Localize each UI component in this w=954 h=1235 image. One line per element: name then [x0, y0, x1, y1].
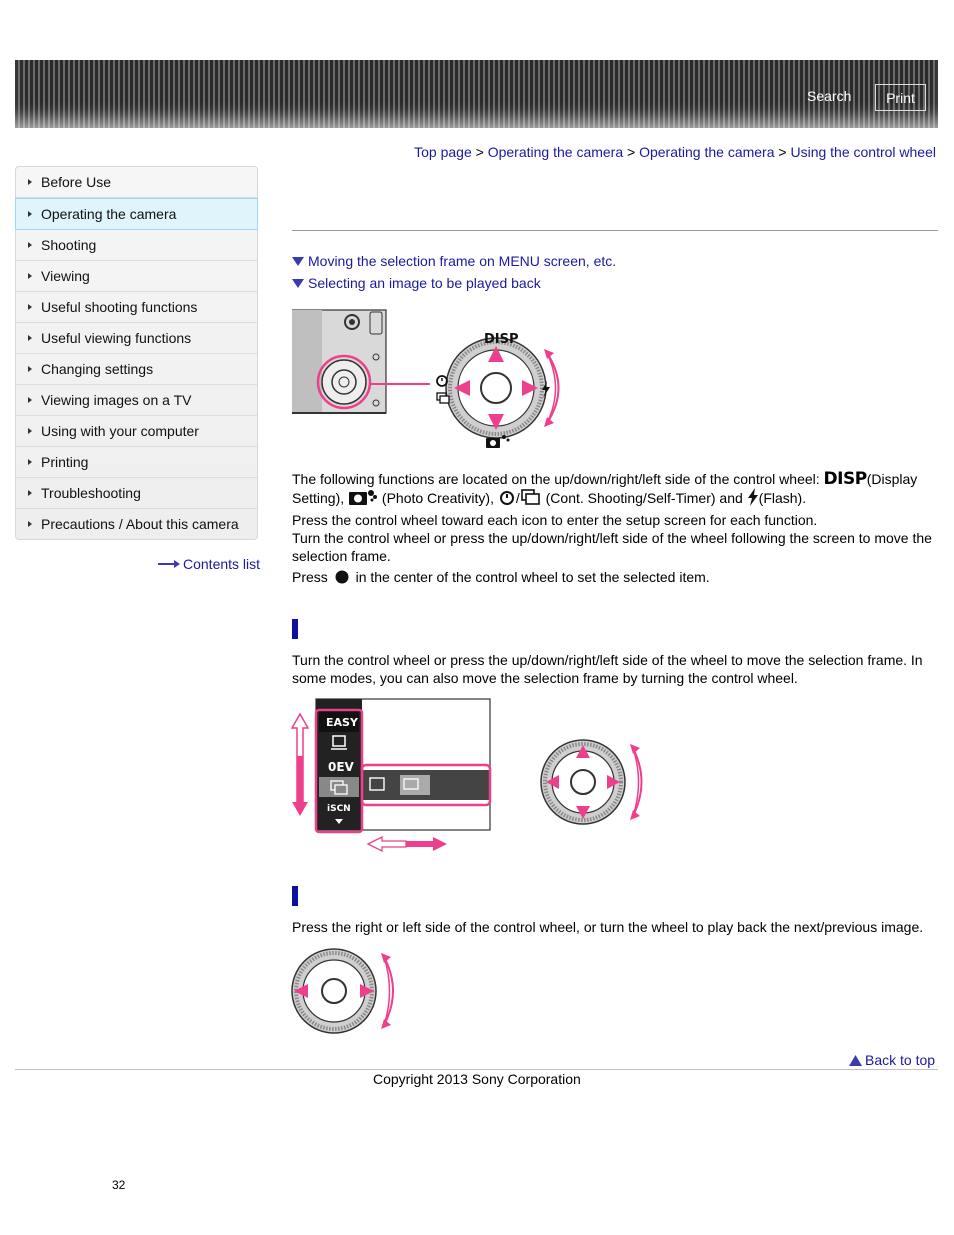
intro-text: (Photo Creativity), [381, 490, 494, 506]
sidebar-item-label: Viewing images on a TV [41, 392, 192, 408]
intro-text: The following functions are located on t… [292, 471, 820, 487]
sidebar-item-computer[interactable]: Using with your computer [16, 416, 257, 447]
copyright-text: Copyright 2013 Sony Corporation [373, 1071, 581, 1087]
triangle-down-icon [292, 278, 304, 288]
flash-icon [747, 488, 758, 506]
sidebar-nav: Before Use Operating the camera Shooting… [15, 166, 258, 540]
sidebar-item-operating-the-camera[interactable]: Operating the camera [15, 198, 258, 230]
sidebar-item-useful-viewing[interactable]: Useful viewing functions [16, 323, 257, 354]
breadcrumb-separator: > [774, 144, 791, 160]
contents-list-link[interactable]: Contents list [158, 556, 260, 572]
footer-divider [15, 1069, 938, 1070]
breadcrumb-separator: > [623, 144, 640, 160]
link-selecting-image[interactable]: Selecting an image to be played back [292, 275, 541, 291]
disp-label: DISP [484, 332, 519, 347]
breadcrumb-item-top-page[interactable]: Top page [414, 144, 472, 160]
sidebar-item-label: Useful viewing functions [41, 330, 192, 346]
menu-size-icon [332, 735, 346, 747]
sidebar-item-changing-settings[interactable]: Changing settings [16, 354, 257, 385]
intro-text: / [515, 490, 520, 506]
breadcrumb: Top page > Operating the camera > Operat… [414, 144, 936, 160]
sidebar-item-viewing-tv[interactable]: Viewing images on a TV [16, 385, 257, 416]
intro-paragraph-3: Turn the control wheel or press the up/d… [292, 530, 932, 564]
triangle-up-icon [849, 1054, 862, 1066]
intro-text: Press [292, 569, 328, 585]
page-number: 32 [112, 1178, 126, 1192]
burst-icon [436, 392, 450, 404]
sidebar-item-label: Shooting [41, 237, 97, 253]
arrow-right-icon [158, 560, 180, 568]
header-bar: Search Print [15, 60, 938, 128]
section2-paragraph: Press the right or left side of the cont… [292, 919, 924, 935]
sidebar-item-before-use[interactable]: Before Use [16, 167, 257, 198]
sidebar-item-label: Useful shooting functions [41, 299, 198, 315]
search-link[interactable]: Search [807, 88, 852, 104]
sidebar-item-troubleshooting[interactable]: Troubleshooting [16, 478, 257, 509]
link-label: Moving the selection frame on MENU scree… [308, 253, 617, 269]
menu-easy-label: EASY [326, 716, 359, 729]
self-timer-icon [436, 375, 448, 387]
print-button[interactable]: Print [875, 84, 926, 111]
intro-paragraph-2: Press the control wheel toward each icon… [292, 512, 818, 528]
link-label: Selecting an image to be played back [308, 275, 541, 291]
section-marker-selecting [292, 886, 298, 906]
sidebar-item-useful-shooting[interactable]: Useful shooting functions [16, 292, 257, 323]
sidebar-item-label: Using with your computer [41, 423, 199, 439]
sidebar-item-label: Changing settings [41, 361, 154, 377]
sidebar-item-shooting[interactable]: Shooting [16, 230, 257, 261]
back-to-top-link[interactable]: Back to top [849, 1052, 935, 1068]
sidebar-item-label: Viewing [41, 268, 90, 284]
breadcrumb-item-operating-2[interactable]: Operating the camera [639, 144, 775, 160]
sidebar-item-label: Operating the camera [41, 206, 177, 222]
sidebar-item-viewing[interactable]: Viewing [16, 261, 257, 292]
flash-icon [542, 381, 550, 398]
sidebar-item-printing[interactable]: Printing [16, 447, 257, 478]
control-wheel-figure: DISP [292, 309, 560, 448]
playback-wheel-figure [291, 948, 394, 1034]
intro-paragraph-4: Press in the center of the control wheel… [292, 568, 938, 586]
menu-selection-figure: EASY 0EV iSCN [290, 698, 643, 853]
contents-list-label: Contents list [183, 556, 261, 572]
intro-text: (Flash). [758, 490, 807, 506]
link-moving-selection-frame[interactable]: Moving the selection frame on MENU scree… [292, 253, 616, 269]
center-button-icon [335, 570, 349, 584]
self-timer-icon [499, 491, 514, 505]
menu-iscn-label: iSCN [327, 804, 351, 814]
photo-creativity-icon [486, 435, 510, 448]
sidebar-item-precautions[interactable]: Precautions / About this camera [16, 509, 257, 539]
sidebar-item-label: Printing [41, 454, 89, 470]
sidebar-item-label: Troubleshooting [41, 485, 141, 501]
cont-shooting-icon [520, 489, 540, 505]
section-marker-moving [292, 619, 298, 639]
photo-creativity-icon [349, 490, 378, 505]
intro-text: (Cont. Shooting/Self-Timer) and [545, 490, 743, 506]
triangle-down-icon [292, 256, 304, 266]
intro-text: in the center of the control wheel to se… [355, 569, 710, 585]
intro-paragraph: The following functions are located on t… [292, 470, 938, 507]
sidebar-item-label: Precautions / About this camera [41, 516, 239, 532]
section1-paragraph: Turn the control wheel or press the up/d… [292, 652, 923, 686]
breadcrumb-item-operating-1[interactable]: Operating the camera [487, 144, 624, 160]
breadcrumb-item-current[interactable]: Using the control wheel [790, 144, 936, 160]
title-divider [292, 230, 938, 231]
intro-text: (Display Setting), [292, 471, 918, 506]
sidebar-item-label: Before Use [41, 174, 112, 190]
back-to-top-label: Back to top [865, 1052, 936, 1068]
menu-ev-label: 0EV [328, 760, 355, 774]
breadcrumb-separator: > [471, 144, 488, 160]
disp-icon: DISP [823, 469, 868, 489]
